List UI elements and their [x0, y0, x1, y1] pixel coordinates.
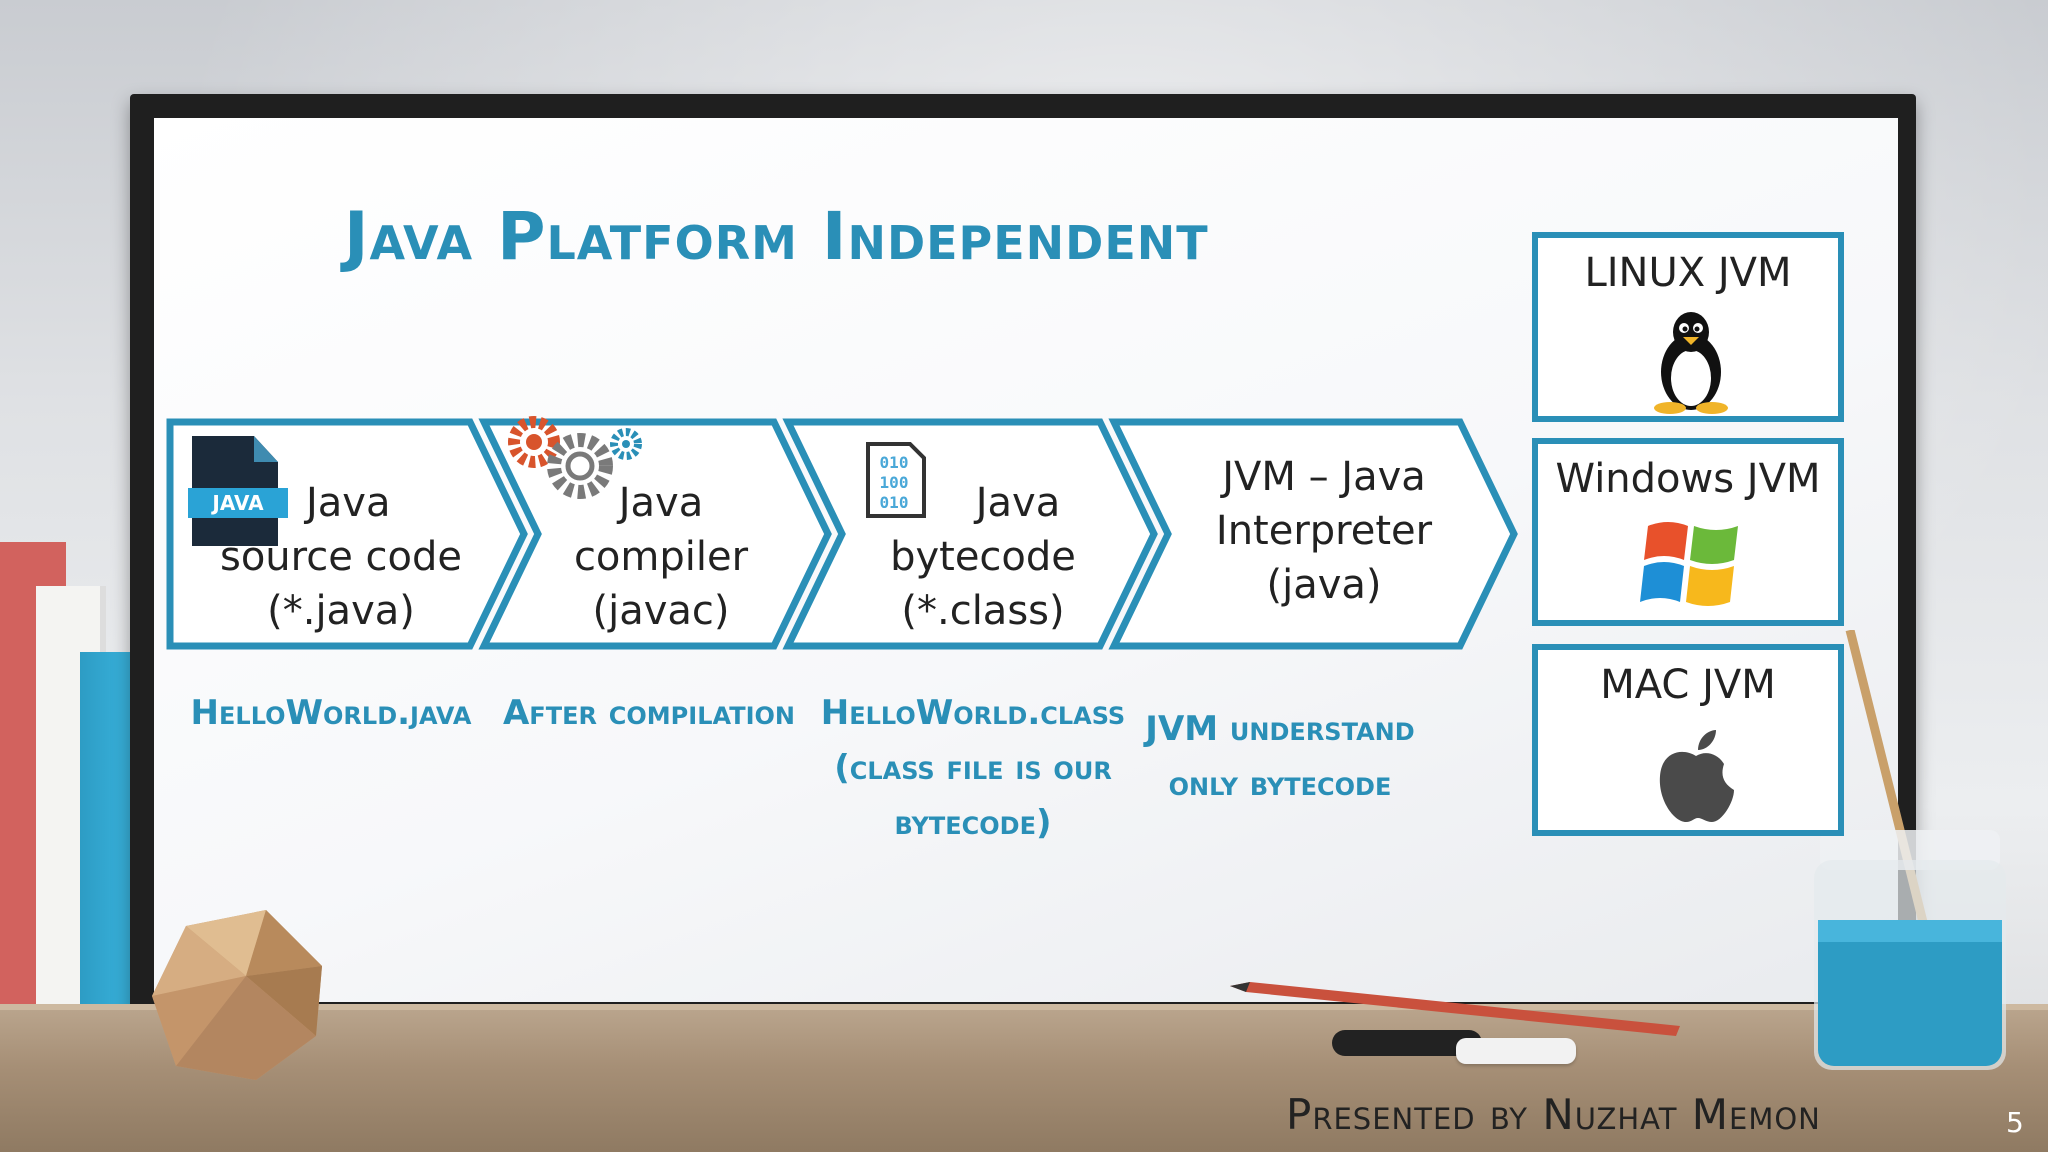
- step-1-line-2: source code: [219, 534, 462, 580]
- step-3-line-3: (*.class): [901, 588, 1065, 634]
- linux-penguin-icon: [1654, 312, 1728, 414]
- shelf-edge: [0, 1004, 2048, 1014]
- slide-title: Java Platform Independent: [344, 198, 1209, 275]
- caption-helloworld-class: HelloWorld.class (class file is our byte…: [820, 686, 1126, 851]
- step-1-label: Java source code (*.java): [196, 476, 486, 638]
- step-1-line-3: (*.java): [267, 588, 415, 634]
- windows-jvm-box: Windows JVM: [1532, 438, 1844, 626]
- page-number: 5: [2006, 1106, 2024, 1139]
- svg-text:JAVA: JAVA: [210, 491, 264, 515]
- step-4-line-3: (java): [1266, 562, 1382, 608]
- caption-2-line-1: After compilation: [502, 693, 795, 733]
- step-3-line-2: bytecode: [890, 534, 1076, 580]
- linux-jvm-box: LINUX JVM: [1532, 232, 1844, 422]
- step-2-line-1: Java: [618, 480, 704, 526]
- caption-1-line-1: HelloWorld.java: [190, 693, 472, 733]
- caption-3-line-1: HelloWorld.class: [820, 693, 1126, 733]
- step-4-line-2: Interpreter: [1215, 508, 1433, 554]
- wooden-shelf: [0, 1010, 2048, 1152]
- step-2-line-2: compiler: [573, 534, 749, 580]
- step-1-line-1: Java: [306, 480, 391, 526]
- java-file-icon: JAVA: [188, 436, 288, 546]
- caption-after-compilation: After compilation: [496, 686, 802, 741]
- svg-text:010: 010: [880, 453, 909, 472]
- compilation-flow: JAVA 010 100 010 Java source code (*.jav…: [166, 416, 1528, 650]
- wooden-polyhedron: [152, 910, 322, 1080]
- binary-file-icon: 010 100 010: [866, 442, 926, 518]
- caption-4-line-1: JVM understand: [1145, 709, 1415, 749]
- step-3-label: Java bytecode (*.class): [848, 476, 1118, 638]
- step-4-line-1: JVM – Java: [1222, 454, 1426, 500]
- windows-logo-icon: [1640, 522, 1738, 606]
- mac-jvm-label: MAC JVM: [1600, 662, 1776, 708]
- gears-icon: [508, 416, 642, 499]
- mac-jvm-box: MAC JVM: [1532, 644, 1844, 836]
- eraser: [1456, 1038, 1576, 1064]
- linux-jvm-label: LINUX JVM: [1584, 250, 1792, 296]
- step-2-label: Java compiler (javac): [536, 476, 786, 638]
- windows-jvm-label: Windows JVM: [1555, 456, 1821, 502]
- step-3-line-1: Java: [975, 480, 1061, 526]
- flow-chevrons: [166, 418, 1518, 650]
- caption-3-line-3: bytecode): [894, 803, 1052, 843]
- caption-helloworld-java: HelloWorld.java: [186, 686, 476, 741]
- caption-4-line-2: only bytecode: [1168, 764, 1392, 804]
- step-4-label: JVM – Java Interpreter (java): [1176, 450, 1472, 612]
- svg-text:100: 100: [880, 473, 909, 492]
- step-2-line-3: (javac): [592, 588, 730, 634]
- caption-jvm-understand: JVM understand only bytecode: [1132, 702, 1428, 812]
- apple-logo-icon: [1659, 730, 1734, 822]
- chevron-step-2: [478, 418, 832, 650]
- pencil: [1230, 982, 1680, 1036]
- caption-3-line-2: (class file is our: [834, 748, 1112, 788]
- paint-jar: [1814, 630, 2006, 1070]
- svg-text:010: 010: [880, 493, 909, 512]
- presenter-credit: Presented by Nuzhat Memon: [1286, 1090, 1821, 1139]
- chevron-step-4: [1108, 418, 1518, 650]
